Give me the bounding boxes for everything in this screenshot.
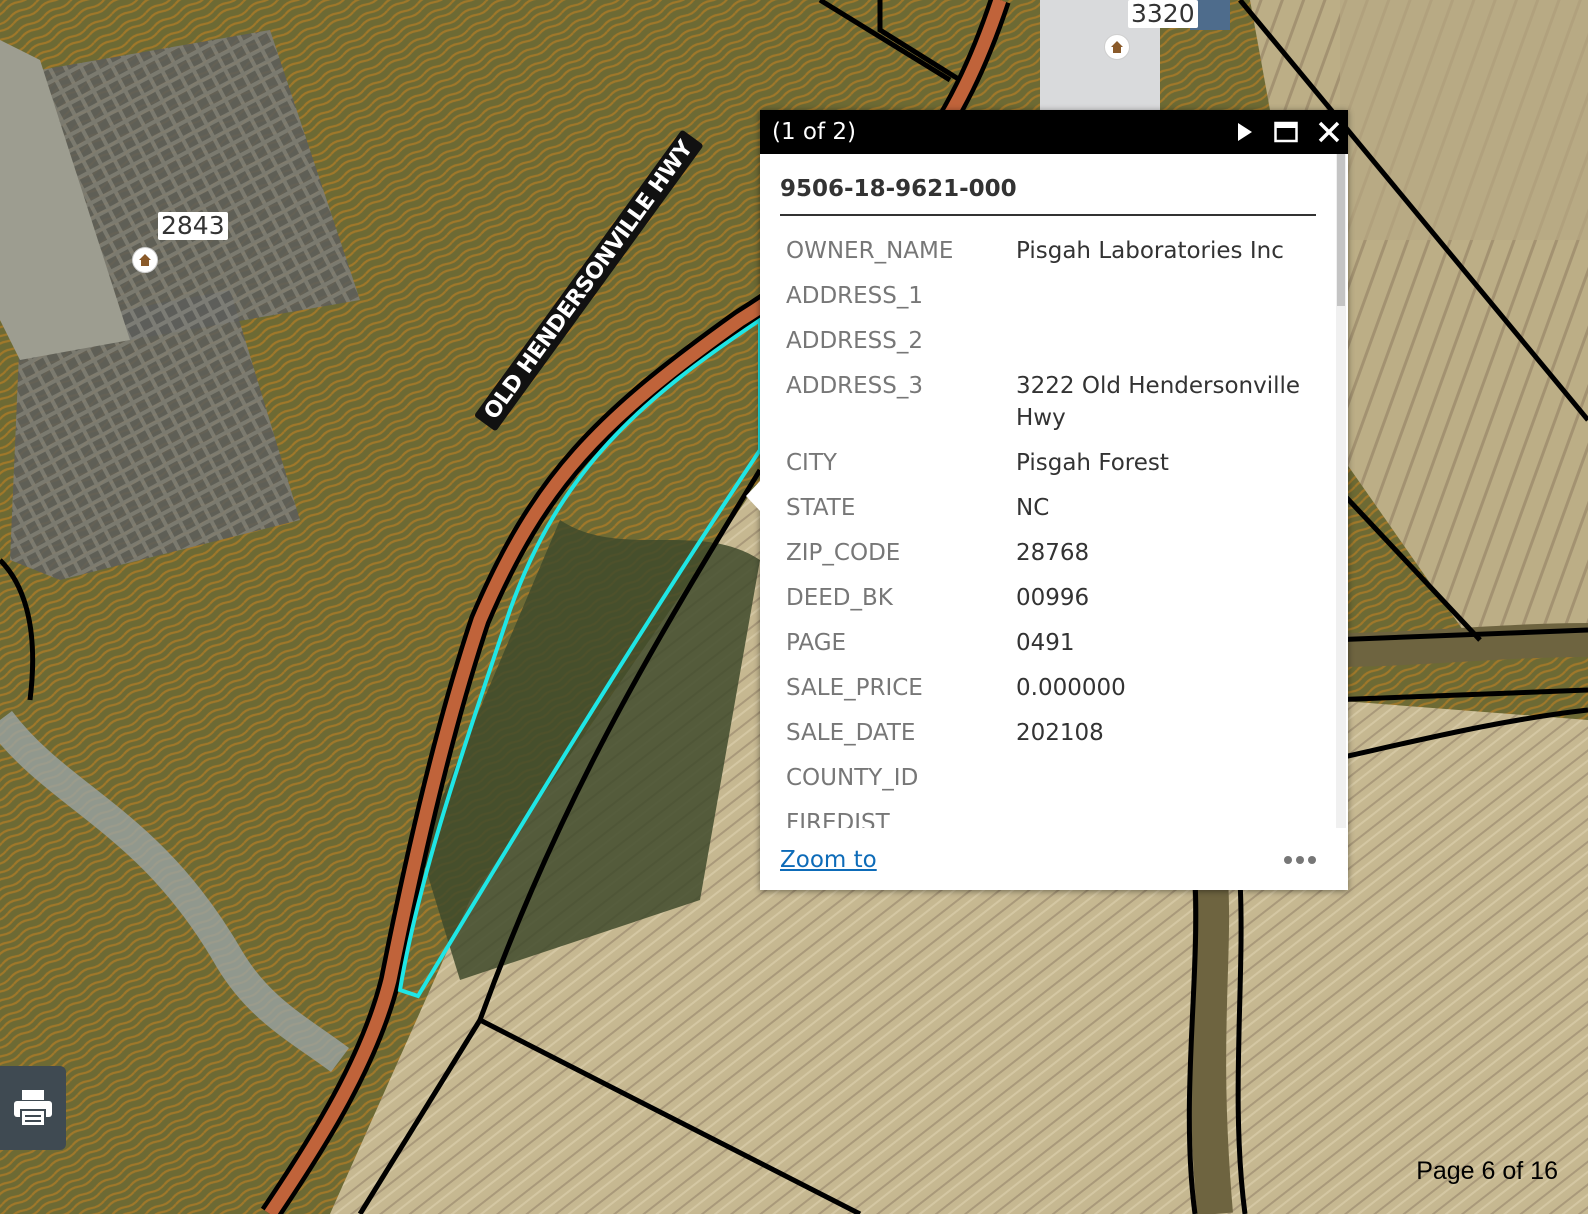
attribute-value: Pisgah Laboratories Inc <box>1016 238 1284 264</box>
feature-count: (1 of 2) <box>772 119 857 145</box>
farm-field-southeast <box>1300 700 1588 1214</box>
attribute-row: COUNTY_ID <box>780 757 1316 802</box>
substation-north <box>40 30 360 340</box>
close-button[interactable] <box>1318 121 1340 143</box>
next-feature-button[interactable] <box>1236 122 1254 142</box>
printer-icon <box>14 1090 52 1127</box>
house-icon[interactable] <box>1104 34 1130 60</box>
close-icon <box>1318 121 1340 143</box>
parcel-id-title: 9506-18-9621-000 <box>780 176 1316 216</box>
attribute-row: DEED_BK 00996 <box>780 577 1316 622</box>
attribute-key: PAGE <box>786 630 847 656</box>
more-options-button[interactable] <box>1284 850 1316 870</box>
play-next-icon <box>1238 123 1252 141</box>
address-label-3320: 3320 <box>1128 0 1198 28</box>
attribute-key: SALE_DATE <box>786 720 916 746</box>
attribute-key: ZIP_CODE <box>786 540 901 566</box>
attribute-key: ADDRESS_3 <box>786 373 924 399</box>
attribute-key: FIREDIST <box>786 810 890 828</box>
attribute-value: 3222 Old Hendersonville Hwy <box>1016 373 1301 431</box>
attribute-key: ADDRESS_2 <box>786 328 924 354</box>
maximize-button[interactable] <box>1274 121 1298 143</box>
attribute-row: PAGE 0491 <box>780 622 1316 667</box>
attribute-key: STATE <box>786 495 856 521</box>
attribute-key: COUNTY_ID <box>786 765 919 791</box>
crop-rows <box>1340 0 1588 240</box>
attribute-value: 0.000000 <box>1016 675 1126 701</box>
attribute-row: ADDRESS_2 <box>780 320 1316 365</box>
substation-yard <box>0 40 130 360</box>
attribute-key: CITY <box>786 450 837 476</box>
attribute-value <box>1010 320 1316 365</box>
popup-scrollbar[interactable] <box>1336 154 1346 828</box>
feature-popup: (1 of 2) 9506-18-9621-000 OWNER_NAME Pisg… <box>746 110 1348 890</box>
attribute-value: 0491 <box>1016 630 1075 656</box>
attribute-key: ADDRESS_1 <box>786 283 924 309</box>
attribute-value: Pisgah Forest <box>1016 450 1169 476</box>
scrollbar-thumb[interactable] <box>1337 154 1345 306</box>
attribute-value: 00996 <box>1016 585 1090 611</box>
popup-header: (1 of 2) <box>760 110 1348 154</box>
page-number: Page 6 of 16 <box>1416 1157 1558 1185</box>
substation-south <box>10 290 300 580</box>
popup-content[interactable]: 9506-18-9621-000 OWNER_NAME Pisgah Labora… <box>760 154 1336 828</box>
attribute-row: OWNER_NAME Pisgah Laboratories Inc <box>780 230 1316 275</box>
popup-pointer <box>746 480 761 512</box>
attribute-row: ZIP_CODE 28768 <box>780 532 1316 577</box>
popup-footer: Zoom to <box>760 830 1348 890</box>
tree-band <box>420 520 760 980</box>
more-options-icon <box>1284 856 1316 864</box>
attribute-row: SALE_DATE 202108 <box>780 712 1316 757</box>
attribute-value: 202108 <box>1016 720 1104 746</box>
attribute-value <box>1010 802 1316 828</box>
print-button[interactable] <box>0 1066 66 1150</box>
attribute-row: SALE_PRICE 0.000000 <box>780 667 1316 712</box>
river-east <box>1329 623 1588 667</box>
zoom-to-link[interactable]: Zoom to <box>780 847 877 873</box>
attribute-row: ADDRESS_1 <box>780 275 1316 320</box>
attribute-value <box>1010 757 1316 802</box>
selected-parcel-outline[interactable] <box>397 316 762 999</box>
attribute-key: SALE_PRICE <box>786 675 923 701</box>
attribute-key: OWNER_NAME <box>786 238 954 264</box>
attribute-row: CITY Pisgah Forest <box>780 442 1316 487</box>
attribute-row: FIREDIST <box>780 802 1316 828</box>
attribute-value: NC <box>1016 495 1050 521</box>
river-south <box>1190 878 1233 1214</box>
attribute-value <box>1010 275 1316 320</box>
maximize-icon <box>1274 121 1298 143</box>
address-label-2843: 2843 <box>158 212 228 240</box>
attribute-key: DEED_BK <box>786 585 893 611</box>
attribute-row: ADDRESS_3 3222 Old Hendersonville Hwy <box>780 365 1316 442</box>
attribute-value: 28768 <box>1016 540 1090 566</box>
creek <box>0 710 349 1073</box>
attribute-row: STATE NC <box>780 487 1316 532</box>
house-icon[interactable] <box>132 247 158 273</box>
